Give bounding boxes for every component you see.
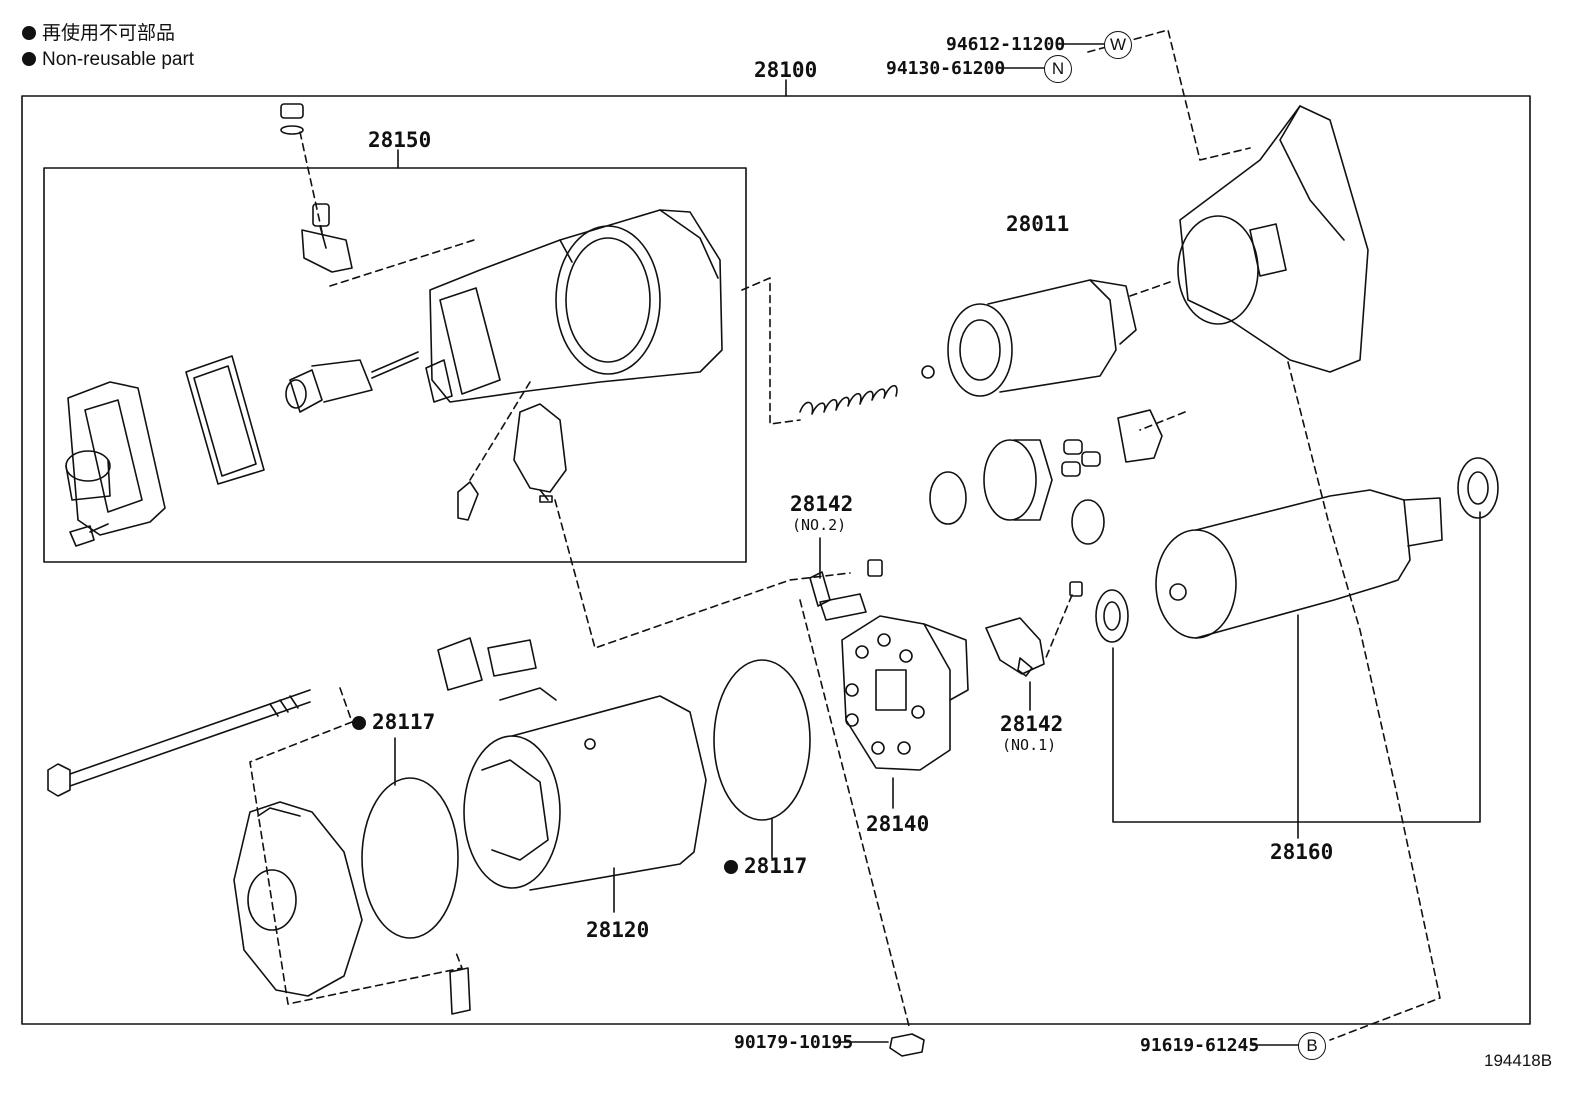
label-assembly: 28100: [754, 58, 818, 82]
label-brush-spring-no1-sub: (NO.1): [1002, 736, 1057, 754]
non-reusable-bullet-icon: [352, 716, 366, 730]
legend-en-text: Non-reusable part: [42, 49, 195, 70]
assembly-guides: [249, 29, 1441, 1041]
label-o-ring-left-text: 28117: [372, 710, 436, 734]
label-o-ring-right: 28117: [724, 856, 807, 877]
starter-clutch-icon: [947, 279, 1137, 397]
clutch-outer-icon: [1117, 409, 1163, 463]
o-ring-right-icon: [713, 659, 811, 821]
nut-and-washer-icon: [280, 103, 304, 135]
callout-bolt-part: 90179-10195: [734, 1032, 854, 1053]
callout-n-tag: N: [1044, 55, 1072, 83]
non-reusable-bullet-icon: [724, 860, 738, 874]
washer-icon: [929, 471, 967, 525]
screw-icon: [449, 967, 471, 1015]
bullet-icon: [22, 26, 36, 40]
terminal-bolt-icon: [301, 203, 353, 273]
bearing-right-icon: [1457, 457, 1499, 519]
solenoid-frame: [43, 167, 747, 563]
label-clutch: 28011: [1006, 212, 1070, 236]
figure-id: 194418B: [1484, 1051, 1553, 1070]
callout-w-tag: W: [1104, 31, 1132, 59]
brush-spring-no2-icon: [809, 559, 883, 621]
label-o-ring-left: 28117: [352, 712, 435, 733]
legend-jp: 再使用不可部品: [22, 24, 175, 43]
assembly-frame: [21, 95, 1531, 1025]
leader-lines: [394, 43, 1481, 1046]
legend-jp-text: 再使用不可部品: [42, 23, 176, 44]
bearing-left-icon: [1095, 589, 1129, 643]
legend-en: Non-reusable part: [22, 50, 194, 69]
yoke-icon: [437, 637, 707, 891]
label-brush-spring-no2: 28142: [790, 492, 854, 516]
commutator-end-frame-icon: [233, 801, 363, 997]
label-brush-holder: 28140: [866, 812, 930, 836]
callout-b-part: 91619-61245: [1140, 1035, 1260, 1056]
steel-ball-icon: [921, 365, 935, 379]
end-cover-icon: [65, 381, 166, 547]
label-solenoid: 28150: [368, 128, 432, 152]
callout-b-tag: B: [1298, 1032, 1326, 1060]
label-armature: 28160: [1270, 840, 1334, 864]
solenoid-housing-icon: [425, 209, 723, 403]
gasket-icon: [185, 355, 265, 485]
roller-icon: [1061, 439, 1101, 477]
drive-housing-icon: [1177, 105, 1369, 373]
brush-holder-icon: [841, 615, 969, 771]
label-brush-spring-no1: 28142: [1000, 712, 1064, 736]
armature-icon: [1155, 489, 1443, 639]
o-ring-left-icon: [361, 777, 459, 939]
lead-terminal-icon: [513, 403, 567, 503]
bullet-icon: [22, 52, 36, 66]
through-bolt-icon: [47, 689, 311, 797]
callout-n-part: 94130-61200: [886, 58, 1006, 79]
label-brush-spring-no2-sub: (NO.2): [792, 516, 847, 534]
brush-spring-no1-icon: [985, 581, 1083, 677]
callout-w-part: 94612-11200: [946, 34, 1066, 55]
label-o-ring-right-text: 28117: [744, 854, 808, 878]
plunger-icon: [285, 351, 419, 413]
return-spring-icon: [799, 384, 898, 415]
bottom-bolt-icon: [889, 1033, 925, 1057]
label-yoke: 28120: [586, 918, 650, 942]
pinion-gear-icon: [1071, 499, 1105, 545]
contact-icon: [457, 481, 479, 521]
planetary-gear-icon: [983, 439, 1053, 521]
